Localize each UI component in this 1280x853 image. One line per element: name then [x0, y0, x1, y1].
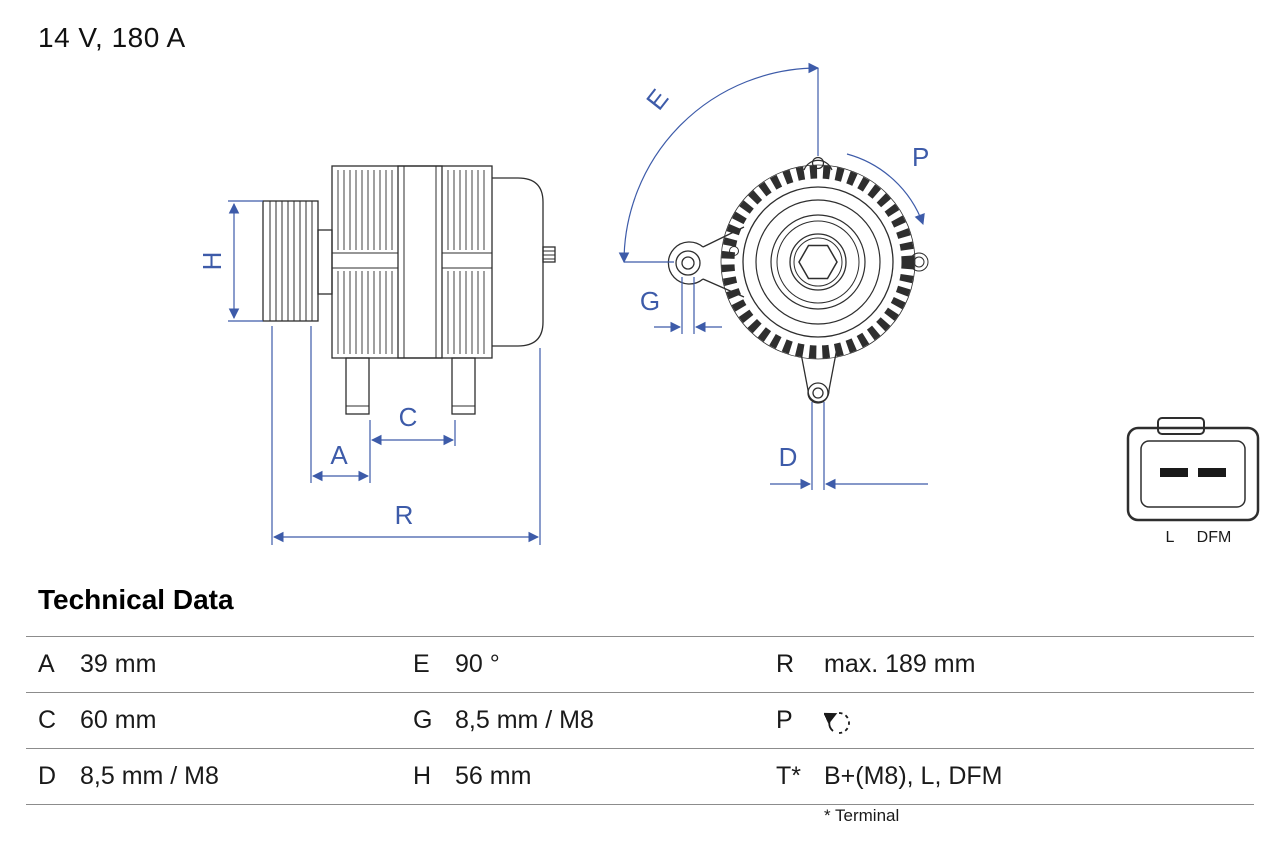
dimension-d — [770, 402, 928, 490]
rotation-direction-icon — [824, 711, 850, 734]
table-row: A 39 mm E 90 ° R max. 189 mm — [26, 637, 1254, 693]
dim-value: 8,5 mm / M8 — [80, 762, 219, 790]
dim-label-p: P — [912, 142, 929, 172]
dim-key: A — [38, 650, 55, 678]
dimension-a — [310, 326, 371, 483]
dim-key: C — [38, 706, 57, 734]
dimension-e — [618, 62, 820, 264]
table-row: D 8,5 mm / M8 H 56 mm T* B+(M8), L, DFM — [26, 749, 1254, 805]
dim-label-d: D — [779, 442, 798, 472]
connector-drawing — [1126, 417, 1260, 522]
rating-title: 14 V, 180 A — [38, 22, 186, 53]
dim-key: T* — [776, 762, 801, 790]
connector-tab — [1157, 417, 1205, 435]
pulley — [262, 200, 333, 322]
dimension-p-rotation-arrow — [846, 153, 925, 226]
technical-data-heading: Technical Data — [38, 584, 234, 615]
left-mounting-ear — [667, 226, 745, 298]
dim-value: max. 189 mm — [824, 650, 976, 678]
dim-label-g: G — [640, 286, 660, 316]
dim-value: 39 mm — [80, 650, 157, 678]
connector-pin-label-l: L — [1166, 529, 1175, 546]
dim-value: B+(M8), L, DFM — [824, 762, 1003, 790]
terminal-footnote: * Terminal — [824, 806, 900, 825]
technical-drawing: H A C R — [197, 62, 1260, 546]
technical-data-table: A 39 mm E 90 ° R max. 189 mm C 60 mm G 8… — [26, 636, 1254, 805]
dim-key: E — [413, 650, 430, 678]
dim-key: H — [413, 762, 432, 790]
connector-housing — [1126, 426, 1260, 522]
alternator-body — [331, 165, 493, 359]
dim-key: G — [413, 706, 433, 734]
table-row: C 60 mm G 8,5 mm / M8 P — [26, 693, 1254, 749]
dim-value: 60 mm — [80, 706, 157, 734]
connector-pin-label-dfm: DFM — [1197, 529, 1232, 546]
dim-label-a: A — [330, 440, 348, 470]
dim-key: R — [776, 650, 795, 678]
dimension-c — [370, 420, 456, 446]
dimension-h — [228, 200, 263, 322]
dim-label-c: C — [399, 402, 418, 432]
dimension-r — [271, 326, 541, 545]
rotation-direction-cell — [824, 705, 1254, 737]
front-view-drawing — [667, 156, 929, 404]
terminal-pin-l — [1160, 468, 1188, 477]
stator-teeth-ring — [721, 165, 915, 359]
dim-value: 8,5 mm / M8 — [455, 706, 594, 734]
mounting-feet — [345, 357, 476, 415]
terminal-pin-dfm — [1198, 468, 1226, 477]
dim-label-h: H — [197, 252, 227, 271]
dim-key: P — [776, 706, 793, 734]
side-view-dimensions — [228, 200, 541, 545]
dim-label-r: R — [395, 500, 414, 530]
dim-key: D — [38, 762, 57, 790]
right-tab — [909, 252, 929, 272]
shaft-nut-hexagon — [798, 244, 838, 280]
front-view-dimensions — [618, 62, 928, 490]
dim-value: 90 ° — [455, 650, 500, 678]
dim-value: 56 mm — [455, 762, 532, 790]
rear-cover — [492, 177, 556, 347]
side-view-drawing — [262, 165, 556, 415]
bottom-mounting-lug — [799, 347, 838, 404]
dimension-g — [654, 277, 722, 334]
dim-label-e: E — [640, 83, 674, 115]
